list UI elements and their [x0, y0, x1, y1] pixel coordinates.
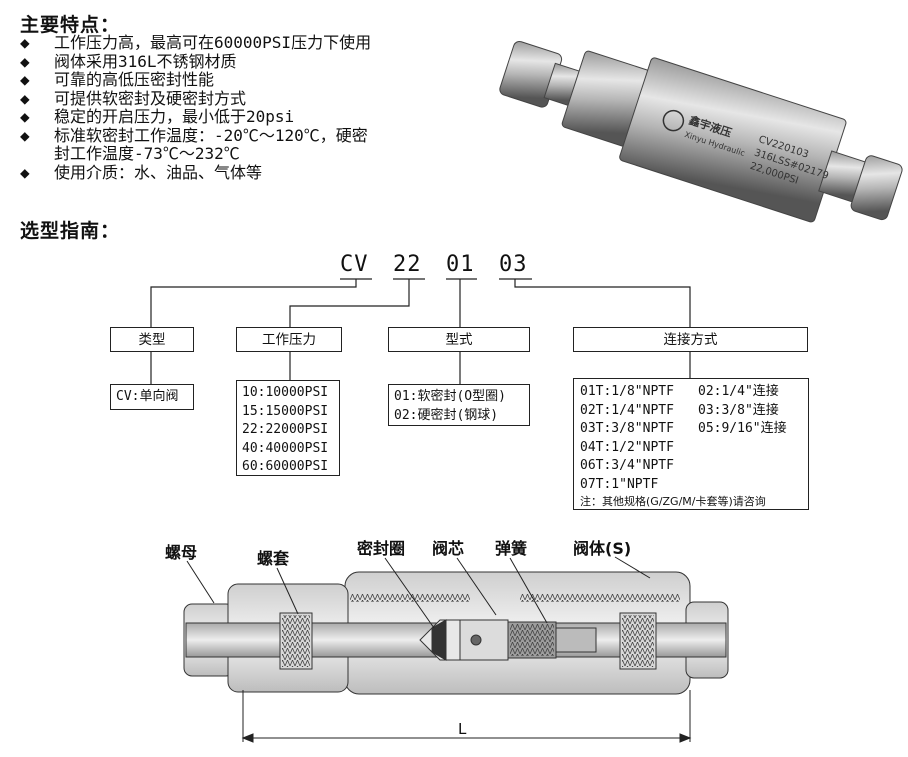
- label-seal: 密封圈: [357, 539, 406, 558]
- diamond-bullet-icon: ◆: [20, 51, 30, 71]
- feature-item-continued: 封工作温度-73℃～232℃: [54, 144, 240, 163]
- connection-left-column: 01T:1/8"NPTF 02T:1/4"NPTF 03T:3/8"NPTF 0…: [580, 384, 674, 492]
- connection-right-column: 02:1/4"连接 03:3/8"连接 05:9/16"连接: [698, 384, 787, 436]
- style-header: 型式: [388, 327, 530, 352]
- connection-note: 注：其他规格(G/ZG/M/卡套等)请咨询: [580, 495, 766, 508]
- label-nut: 螺母: [165, 543, 198, 562]
- label-core: 阀芯: [432, 539, 465, 558]
- diamond-bullet-icon: ◆: [20, 107, 30, 126]
- pressure-options: 10:10000PSI 15:15000PSI 22:22000PSI 40:4…: [236, 380, 340, 476]
- pressure-header: 工作压力: [236, 327, 342, 352]
- features-list: ◆工作压力高，最高可在60000PSI压力下使用 ◆阀体采用316L不锈钢材质 …: [20, 33, 372, 182]
- feature-item: ◆工作压力高，最高可在60000PSI压力下使用: [20, 33, 372, 52]
- selection-connectors: [150, 278, 691, 384]
- dimension-L: L: [458, 720, 467, 738]
- feature-item: ◆使用介质：水、油品、气体等: [20, 162, 263, 182]
- diamond-bullet-icon: ◆: [20, 162, 30, 182]
- selection-title: 选型指南：: [20, 220, 121, 242]
- feature-item: ◆标准软密封工作温度：-20℃～120℃，硬密: [20, 125, 368, 145]
- product-photo: 鑫宇液压 Xinyu Hydraulic CV220103 316LSS#021…: [499, 40, 903, 223]
- feature-item: ◆可靠的高低压密封性能: [20, 70, 215, 89]
- feature-item: ◆可提供软密封及硬密封方式: [20, 88, 247, 108]
- connection-options: 01T:1/8"NPTF 02T:1/4"NPTF 03T:3/8"NPTF 0…: [573, 378, 809, 510]
- features-title: 主要特点：: [20, 14, 121, 36]
- code-part-style: 01: [446, 252, 475, 277]
- type-header: 类型: [110, 327, 194, 352]
- feature-item: ◆阀体采用316L不锈钢材质: [20, 51, 237, 71]
- brand-logo-icon: [662, 109, 685, 132]
- style-options: 01:软密封(O型圈) 02:硬密封(钢球): [388, 384, 530, 426]
- diamond-bullet-icon: ◆: [20, 33, 30, 52]
- diamond-bullet-icon: ◆: [20, 88, 30, 108]
- diamond-bullet-icon: ◆: [20, 70, 30, 89]
- label-sleeve: 螺套: [257, 549, 290, 568]
- connection-header: 连接方式: [573, 327, 808, 352]
- code-part-pressure: 22: [393, 252, 422, 277]
- diamond-bullet-icon: ◆: [20, 125, 30, 145]
- code-part-type: CV: [340, 252, 369, 277]
- label-spring: 弹簧: [495, 539, 528, 558]
- code-part-connection: 03: [499, 252, 528, 277]
- feature-item: ◆稳定的开启压力，最小低于20psi: [20, 107, 295, 126]
- label-body: 阀体(S): [573, 539, 632, 558]
- type-options: CV:单向阀: [110, 384, 194, 410]
